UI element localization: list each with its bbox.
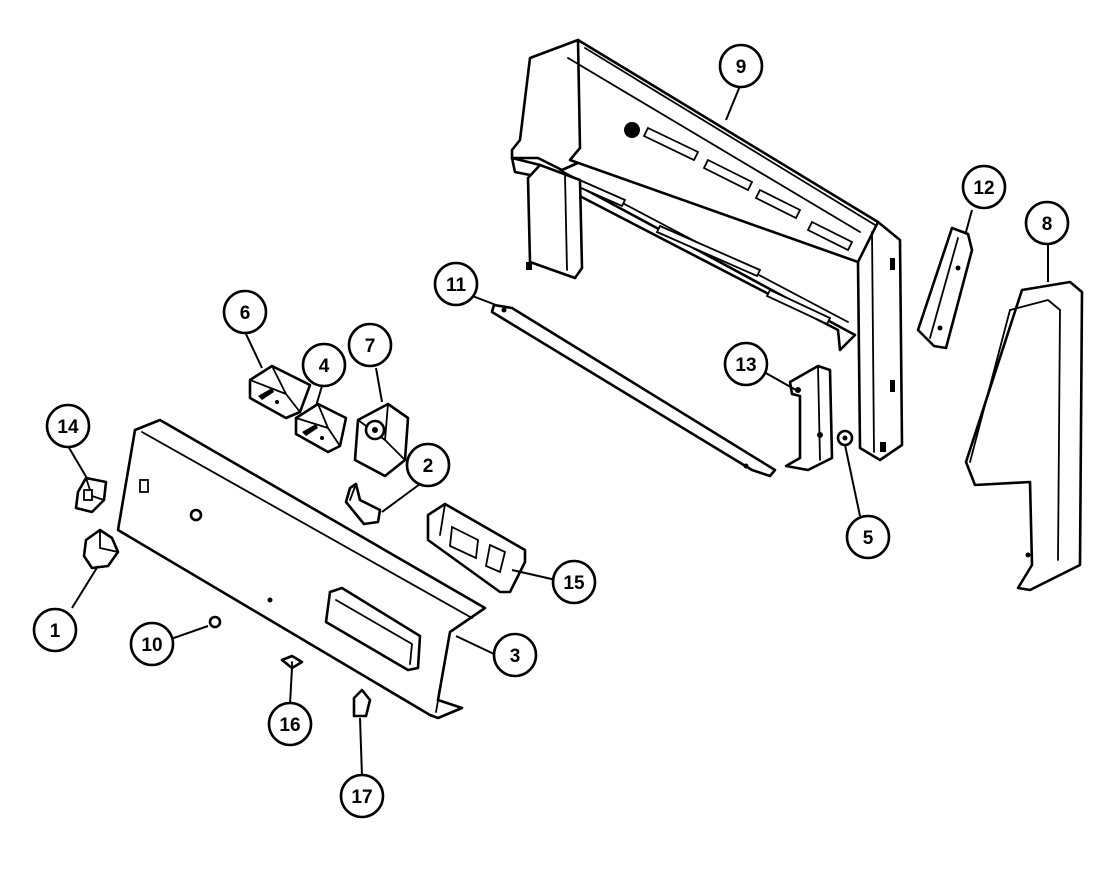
callout-5: 5: [845, 514, 891, 560]
callout-11-label: 11: [446, 275, 467, 296]
callout-15: 15: [551, 559, 597, 605]
callout-1: 1: [32, 607, 78, 653]
leader-lines: [67, 85, 1049, 777]
part-17-clip: [352, 688, 372, 718]
callout-9-label: 9: [736, 57, 747, 78]
callout-10: 10: [129, 621, 175, 667]
callout-8: 8: [1024, 200, 1070, 246]
callout-4: 4: [301, 342, 347, 388]
part-12-end-cap: [916, 226, 974, 350]
callout-8-label: 8: [1042, 214, 1053, 235]
callout-4-label: 4: [319, 356, 330, 377]
callout-7-label: 7: [365, 336, 376, 357]
part-15-clock-overlay: [426, 502, 527, 594]
callout-6-label: 6: [240, 303, 251, 324]
callout-16: 16: [267, 701, 313, 747]
callout-15-label: 15: [563, 573, 585, 594]
callout-13-label: 13: [735, 355, 756, 376]
part-16-screw: [280, 654, 304, 671]
callout-14: 14: [45, 403, 91, 449]
callout-14-label: 14: [57, 417, 79, 438]
part-5-nut: [836, 429, 854, 447]
part-8-end-cap: [964, 280, 1084, 592]
part-10-screw: [208, 615, 222, 629]
part-14-switch: [74, 476, 108, 514]
part-13-bracket: [784, 364, 834, 472]
part-9-back-bracket: [510, 38, 904, 462]
callout-12: 12: [961, 164, 1007, 210]
callout-13: 13: [723, 341, 769, 387]
callout-3-label: 3: [510, 646, 521, 667]
callout-16-label: 16: [279, 715, 300, 736]
callout-7: 7: [347, 322, 393, 368]
callout-2: 2: [405, 442, 451, 488]
part-11-strip: [490, 303, 777, 478]
part-1-knob: [82, 528, 120, 570]
callout-6: 6: [222, 289, 268, 335]
part-6-switch: [248, 364, 312, 420]
part-4-switch: [294, 402, 348, 454]
callout-9: 9: [718, 43, 764, 89]
callout-11: 11: [433, 261, 479, 307]
callout-2-label: 2: [423, 456, 434, 477]
callout-1-label: 1: [50, 621, 61, 642]
part-7-control: [353, 402, 410, 478]
part-2-clip: [344, 482, 382, 526]
callout-12-label: 12: [973, 178, 994, 199]
callout-17: 17: [339, 773, 385, 819]
callout-17-label: 17: [351, 787, 372, 808]
callout-10-label: 10: [141, 635, 162, 656]
part-3-control-panel: [116, 418, 487, 720]
callout-5-label: 5: [863, 528, 874, 549]
callout-3: 3: [492, 632, 538, 678]
